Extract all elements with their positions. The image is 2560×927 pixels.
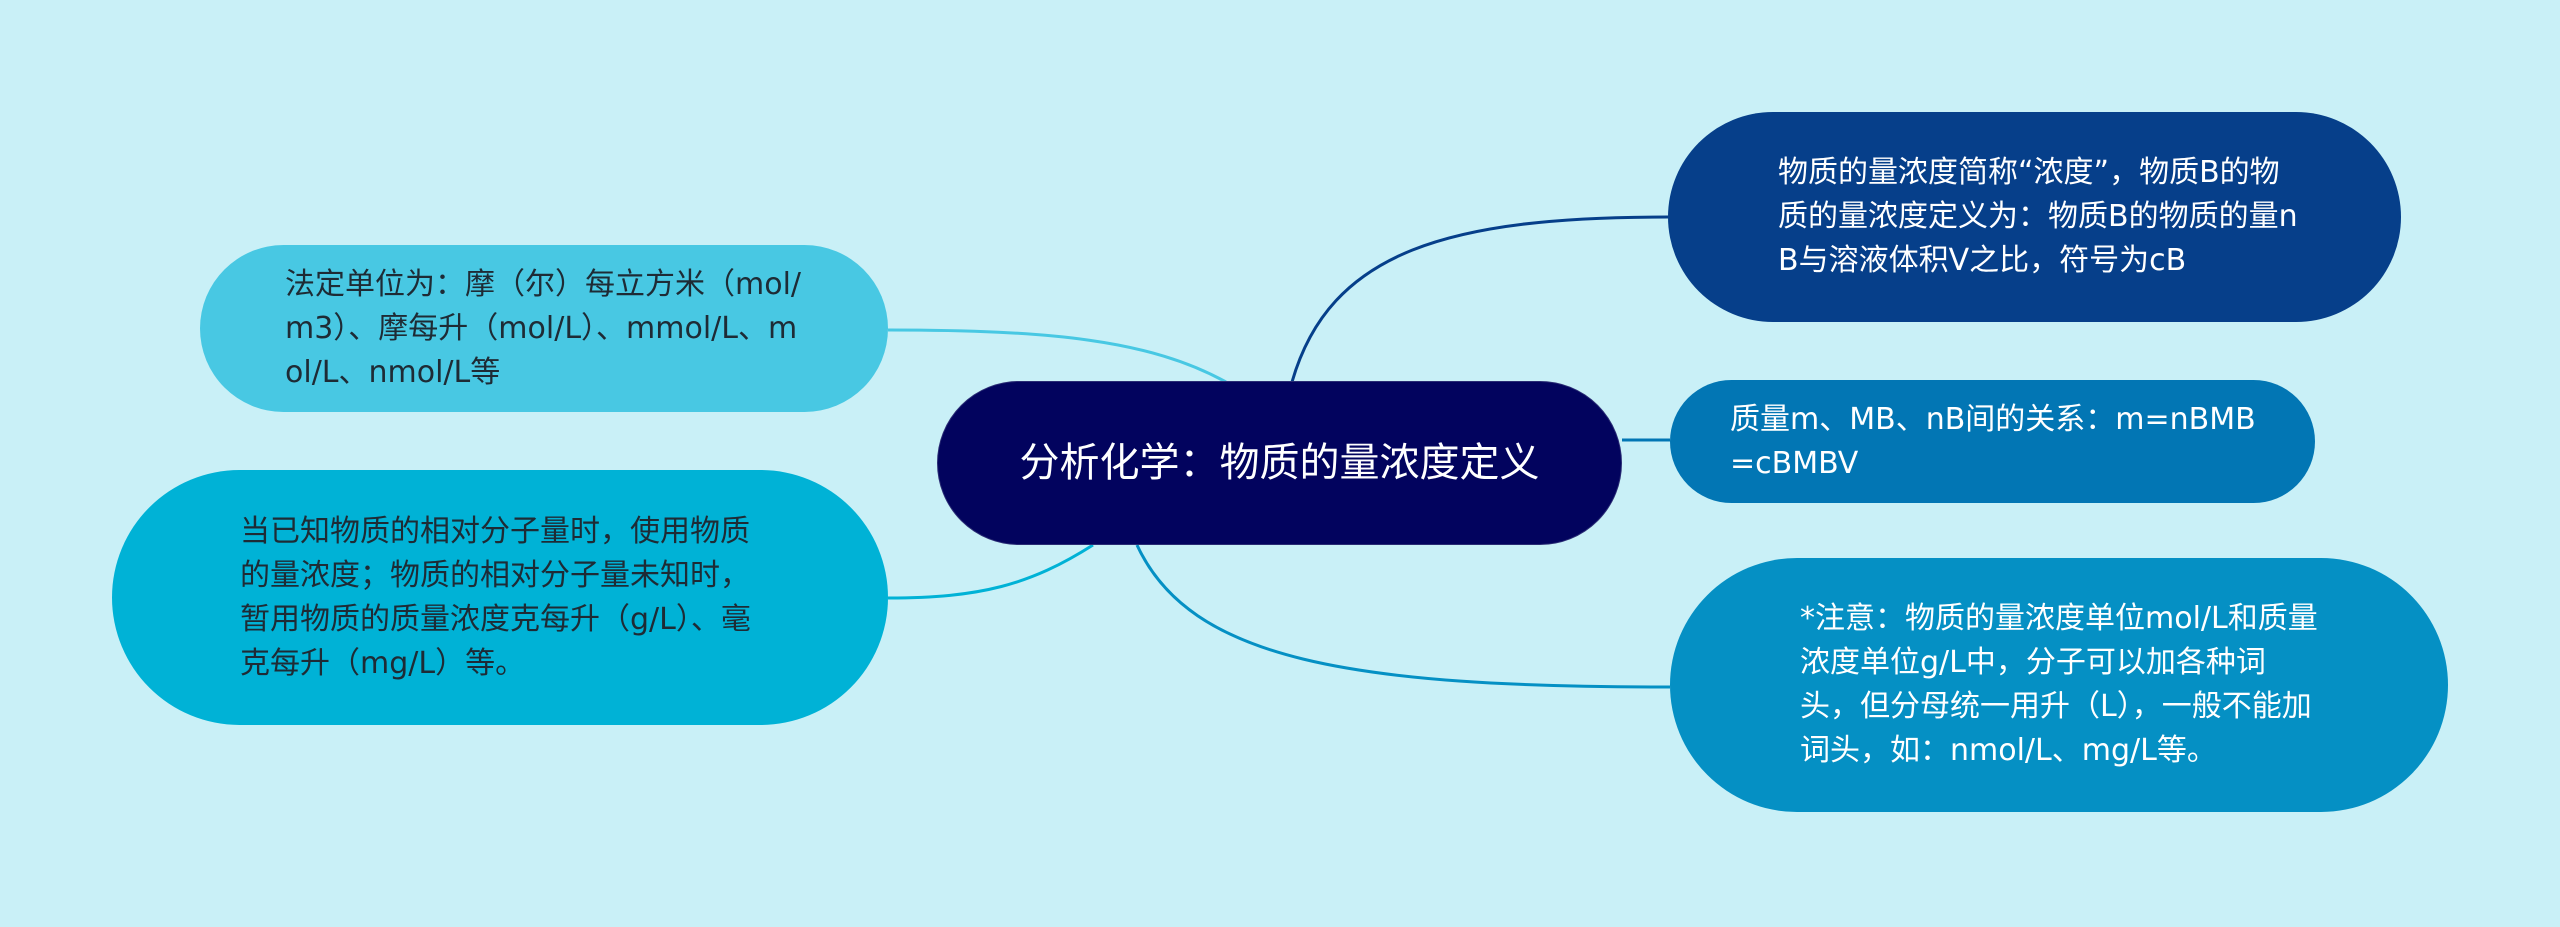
branch-node-usage[interactable]: 当已知物质的相对分子量时，使用物质的量浓度；物质的相对分子量未知时，暂用物质的质… — [112, 470, 888, 725]
branch-node-label: 法定单位为：摩（尔）每立方米（mol/m3）、摩每升（mol/L）、mmol/L… — [285, 266, 802, 390]
branch-node-definition[interactable]: 物质的量浓度简称“浓度”，物质B的物质的量浓度定义为：物质B的物质的量nB与溶液… — [1668, 112, 2401, 322]
branch-node-legal-units[interactable]: 法定单位为：摩（尔）每立方米（mol/m3）、摩每升（mol/L）、mmol/L… — [200, 245, 888, 412]
connector-bottom-right — [1135, 544, 1671, 689]
root-node[interactable]: 分析化学：物质的量浓度定义 — [937, 381, 1622, 545]
branch-node-mass-relation[interactable]: 质量m、MB、nB间的关系：m=nBMB=cBMBV — [1670, 380, 2315, 503]
branch-node-label: 物质的量浓度简称“浓度”，物质B的物质的量浓度定义为：物质B的物质的量nB与溶液… — [1778, 155, 2298, 278]
root-node-label: 分析化学：物质的量浓度定义 — [1019, 440, 1540, 486]
connector-top-right — [1290, 215, 1669, 383]
branch-node-label: 当已知物质的相对分子量时，使用物质的量浓度；物质的相对分子量未知时，暂用物质的质… — [240, 513, 751, 681]
branch-node-unit-note[interactable]: *注意：物质的量浓度单位mol/L和质量浓度单位g/L中，分子可以加各种词头，但… — [1670, 558, 2448, 812]
connector-top-left — [887, 328, 1227, 384]
branch-node-label: *注意：物质的量浓度单位mol/L和质量浓度单位g/L中，分子可以加各种词头，但… — [1800, 601, 2318, 768]
branch-node-label: 质量m、MB、nB间的关系：m=nBMB=cBMBV — [1730, 401, 2256, 481]
connector-bottom-left — [887, 543, 1094, 600]
